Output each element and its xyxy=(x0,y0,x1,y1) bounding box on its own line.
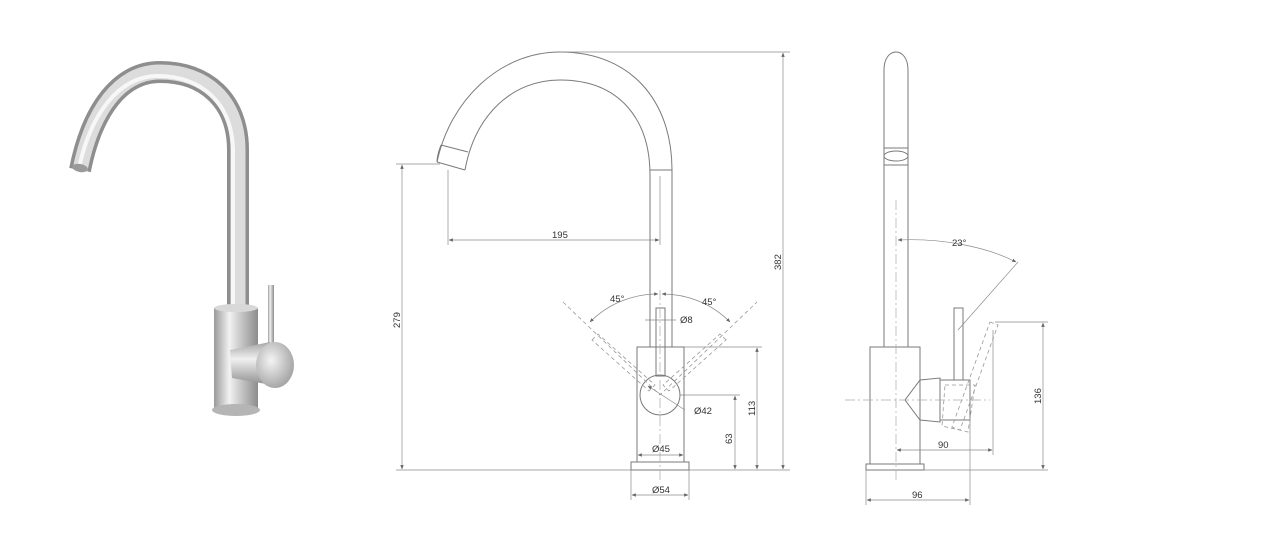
front-view xyxy=(396,51,790,500)
label-base-diameter: Ø54 xyxy=(652,485,670,496)
faucet-lever xyxy=(268,285,274,355)
side-view xyxy=(845,51,1048,505)
label-base-depth: 96 xyxy=(912,490,923,501)
label-side-lever-height: 136 xyxy=(1033,388,1044,404)
label-lever-angle-right: 45° xyxy=(702,297,717,308)
label-handle-projection: 90 xyxy=(938,440,949,451)
label-lever-tilt-angle: 23° xyxy=(952,238,967,249)
faucet-handle xyxy=(256,342,294,388)
spout-outlet xyxy=(72,163,88,173)
label-lever-diameter: Ø8 xyxy=(680,315,693,326)
label-outlet-height: 279 xyxy=(392,312,403,328)
label-handle-center-height: 63 xyxy=(724,433,735,444)
faucet-render xyxy=(69,60,294,416)
faucet-base xyxy=(212,404,260,416)
label-body-diameter: Ø45 xyxy=(652,444,670,455)
label-spout-reach: 195 xyxy=(552,230,568,241)
label-total-height: 382 xyxy=(773,254,784,270)
label-body-height: 113 xyxy=(747,401,758,416)
label-lever-angle-left: 45° xyxy=(610,294,625,305)
label-handle-diameter: Ø42 xyxy=(694,406,712,417)
